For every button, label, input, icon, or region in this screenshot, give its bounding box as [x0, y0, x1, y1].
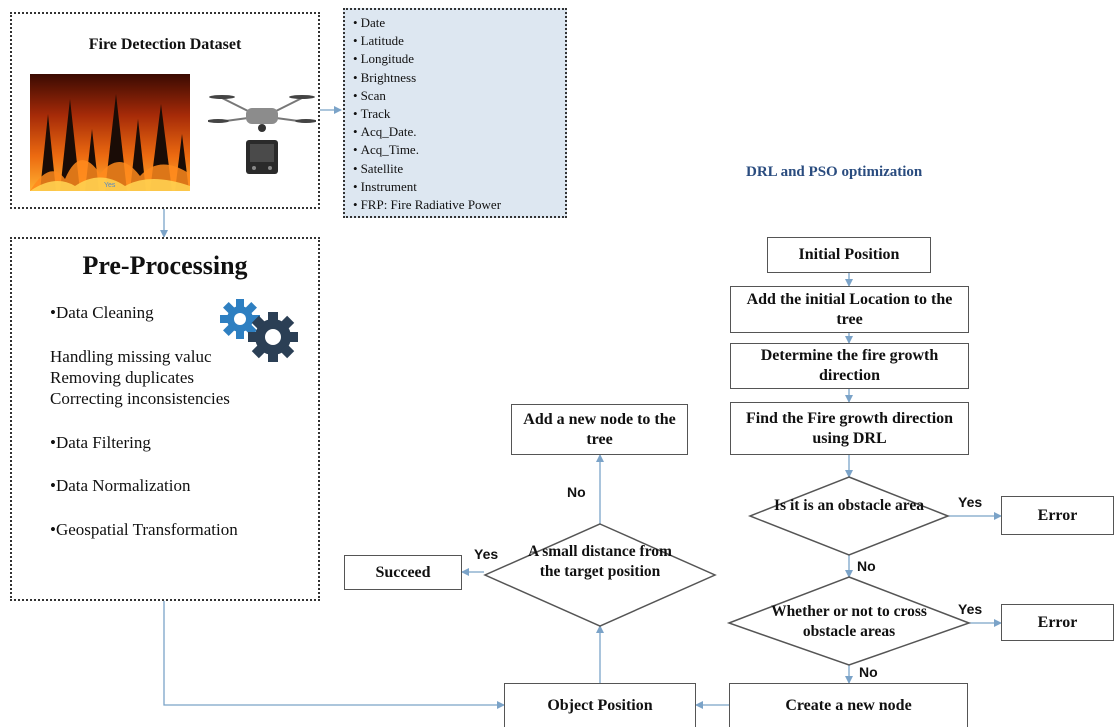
succeed-box: Succeed: [344, 555, 462, 590]
attribute-item: Longitude: [353, 50, 557, 68]
cleaning-sub-item: Removing duplicates: [50, 368, 195, 387]
determine-direction-box: Determine the fire growth direction: [730, 343, 969, 389]
create-node-box: Create a new node: [729, 683, 968, 727]
gears-icon: [220, 299, 298, 362]
no-label-cross: No: [859, 664, 878, 680]
add-initial-location-box: Add the initial Location to the tree: [730, 286, 969, 333]
yes-label-obstacle: Yes: [958, 494, 983, 510]
arrow-preprocessing-to-object-position: [163, 601, 505, 709]
add-new-node-box: Add a new node to the tree: [511, 404, 688, 455]
cleaning-sub-item: Correcting inconsistencies: [50, 389, 230, 408]
error-box-2: Error: [1001, 604, 1114, 641]
image-caption: Yes: [104, 182, 116, 189]
no-label-obstacle: No: [857, 558, 876, 574]
error-box-1: Error: [1001, 496, 1114, 535]
forest-fire-image: [30, 74, 190, 191]
initial-position-box: Initial Position: [767, 237, 931, 273]
attribute-item: Scan: [353, 87, 557, 105]
cleaning-sub-item: Handling missing valuc: [50, 347, 212, 366]
find-direction-drl-box: Find the Fire growth direction using DRL: [730, 402, 969, 455]
yes-label-distance: Yes: [474, 546, 499, 562]
attribute-item: Track: [353, 105, 557, 123]
yes-label-cross: Yes: [958, 601, 983, 617]
data-cleaning-label: •Data Cleaning: [50, 303, 154, 322]
geospatial-label: •Geospatial Transformation: [50, 520, 238, 539]
attribute-item: Brightness: [353, 69, 557, 87]
is-obstacle-text: Is it is an obstacle area: [774, 497, 924, 514]
data-filtering-label: •Data Filtering: [50, 433, 151, 452]
preprocessing-panel: Pre-Processing •Data Cleaning Handling m…: [10, 237, 320, 601]
attribute-list: DateLatitudeLongitudeBrightnessScanTrack…: [345, 10, 565, 218]
attributes-panel: DateLatitudeLongitudeBrightnessScanTrack…: [343, 8, 567, 218]
preprocessing-title: Pre-Processing: [82, 251, 248, 280]
attribute-item: Satellite: [353, 160, 557, 178]
attribute-item: Latitude: [353, 32, 557, 50]
dataset-title: Fire Detection Dataset: [88, 36, 242, 53]
dataset-panel: Fire Detection Dataset: [10, 12, 320, 209]
small-distance-text: A small distance from the target positio…: [528, 543, 672, 581]
data-normalization-label: •Data Normalization: [50, 476, 191, 495]
attribute-item: Acq_Time.: [353, 141, 557, 159]
attribute-item: FRP: Fire Radiative Power: [353, 196, 557, 214]
no-label-distance: No: [567, 484, 586, 500]
attribute-item: Acq_Date.: [353, 123, 557, 141]
drone-image: [208, 95, 316, 174]
attribute-item: Instrument: [353, 178, 557, 196]
object-position-box: Object Position: [504, 683, 696, 727]
flowchart-title: DRL and PSO optimization: [746, 164, 923, 180]
cross-obstacle-text: Whether or not to cross obstacle areas: [771, 603, 927, 641]
attribute-item: Date: [353, 14, 557, 32]
